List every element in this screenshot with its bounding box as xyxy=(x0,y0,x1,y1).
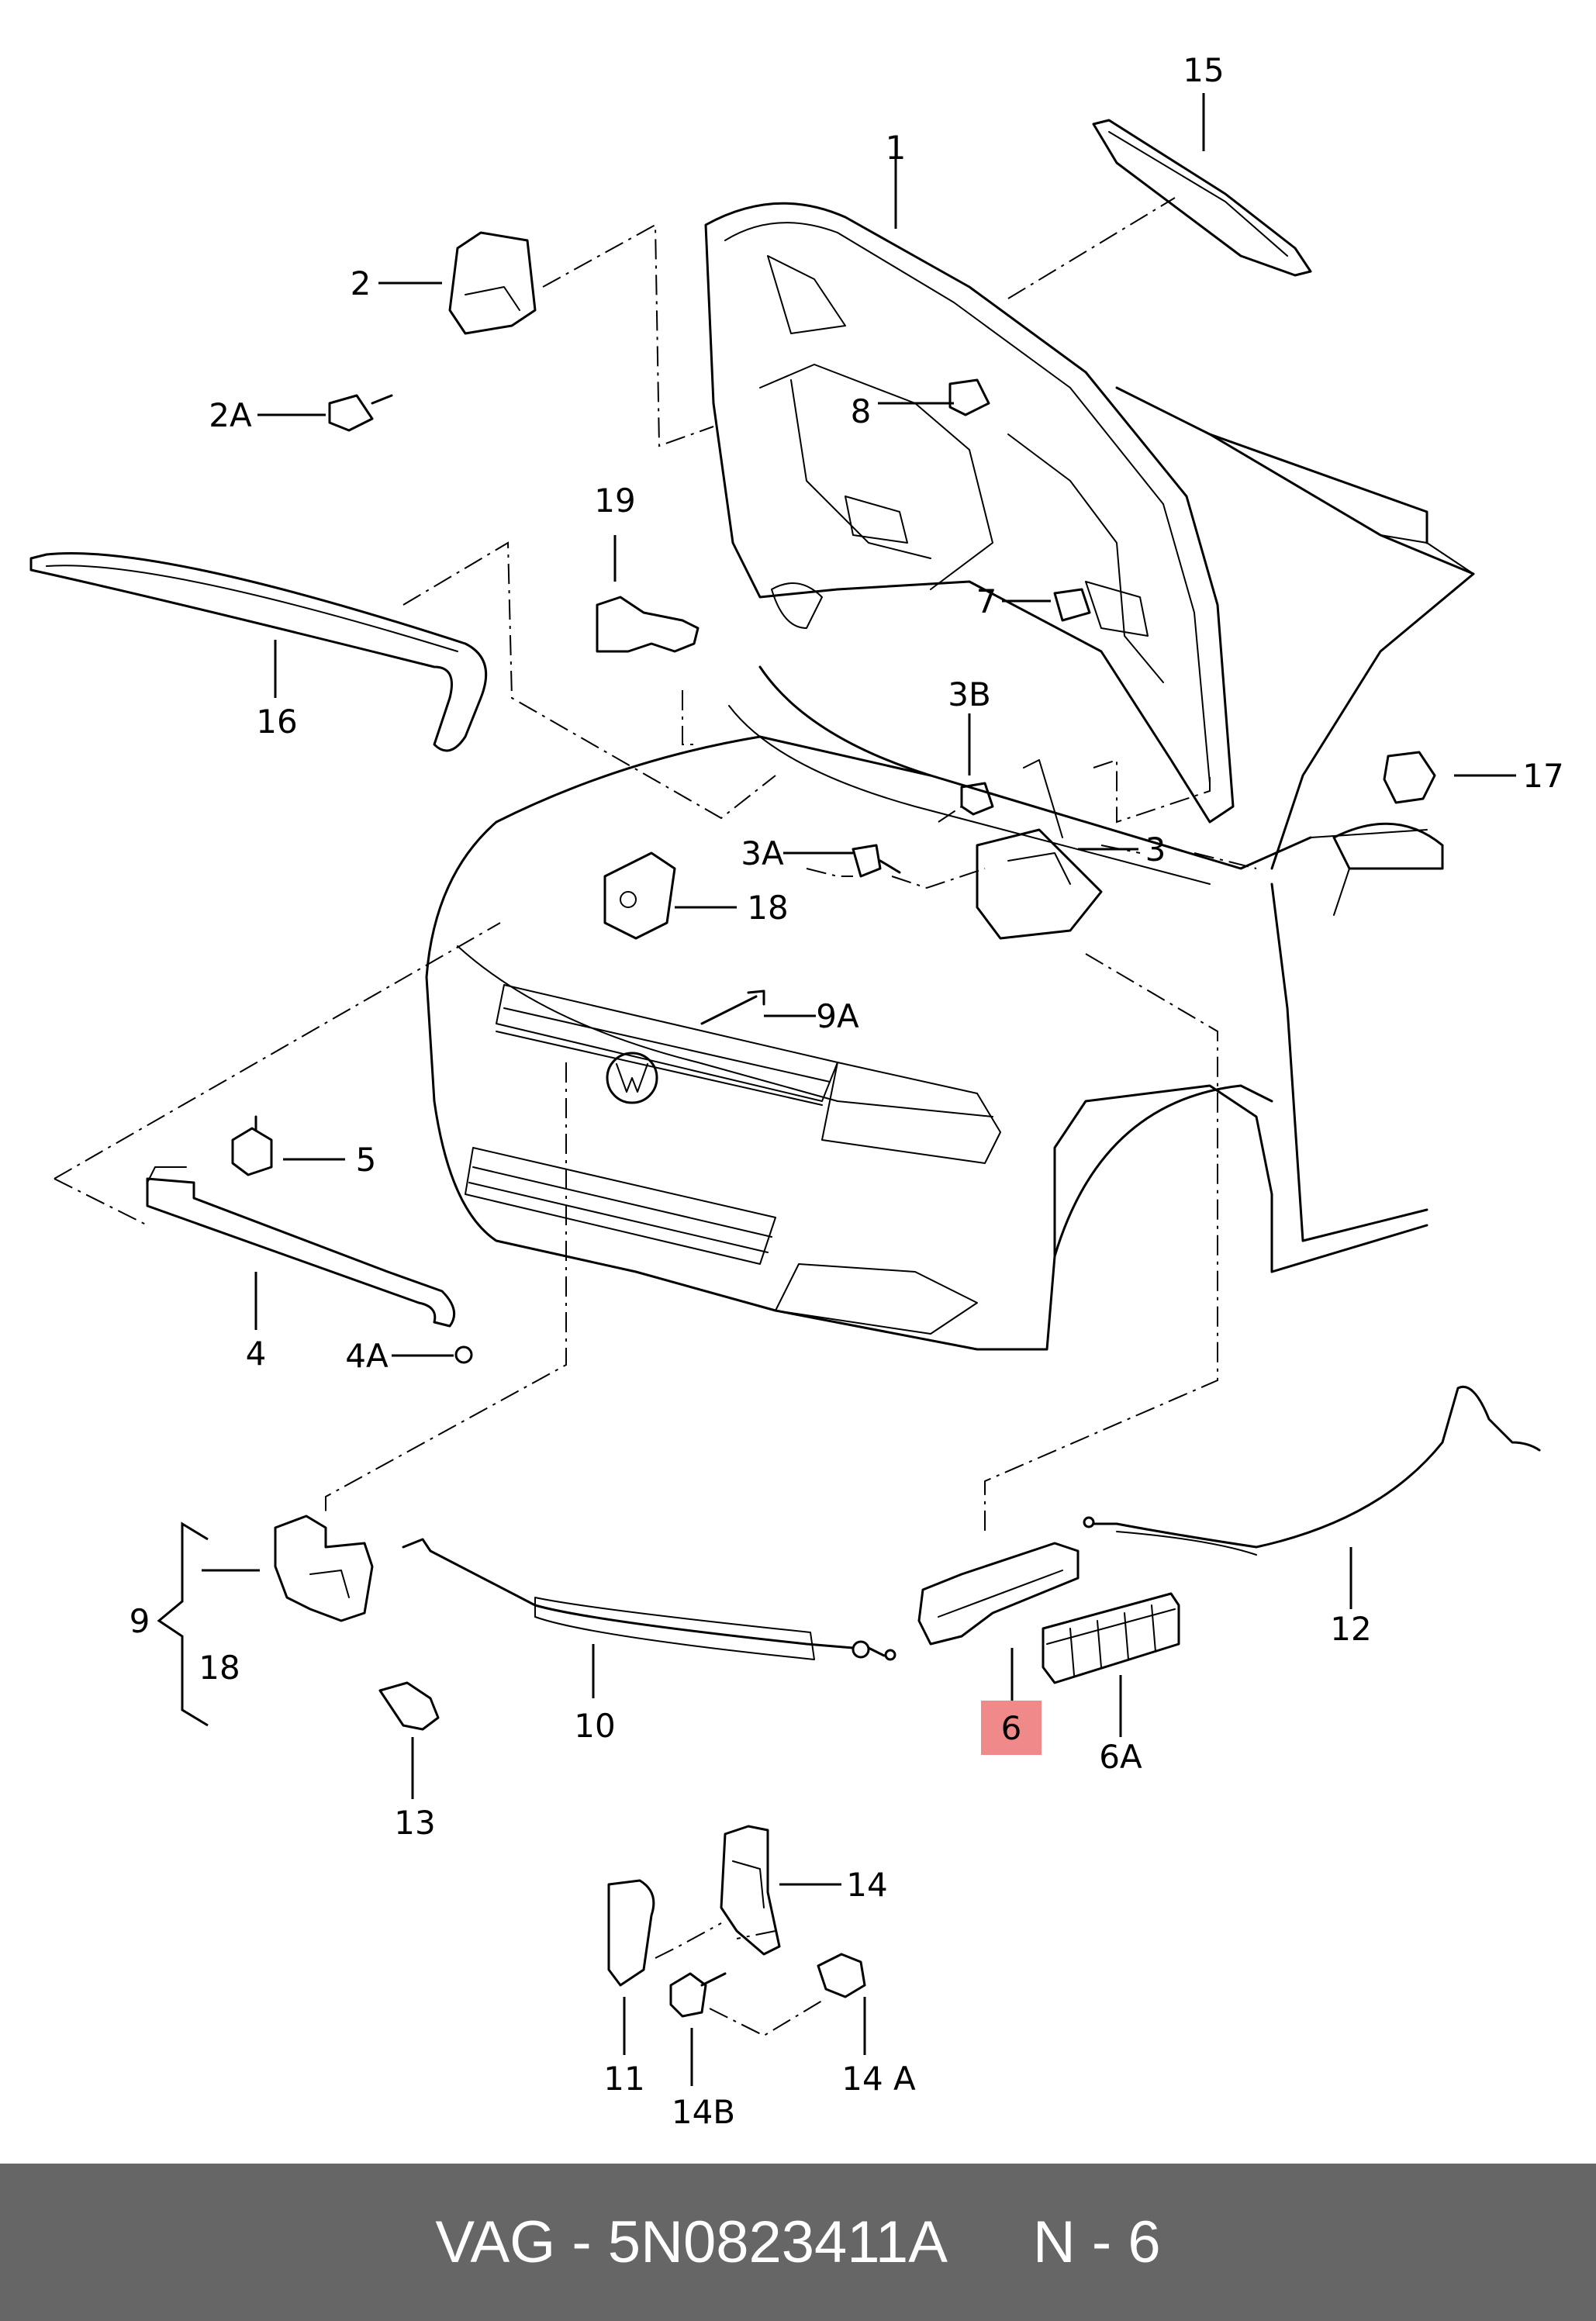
label-13: 13 xyxy=(394,1804,435,1842)
label-14a: 14 A xyxy=(841,2060,916,2098)
label-3: 3 xyxy=(1145,831,1166,869)
part-14a-nut xyxy=(817,1953,866,1998)
label-11: 11 xyxy=(603,2060,644,2098)
part-16-seal xyxy=(29,552,488,752)
part-19-bracket xyxy=(596,596,700,653)
label-7: 7 xyxy=(976,582,997,620)
part-14-bracket xyxy=(720,1825,781,1956)
part-9-lock-lower xyxy=(274,1515,374,1622)
label-9: 9 xyxy=(130,1602,150,1640)
label-18-upper: 18 xyxy=(747,889,788,927)
page-reference: N - 6 xyxy=(1032,2209,1161,2275)
part-6-highlight xyxy=(981,1701,1042,1755)
part-12-cable xyxy=(1092,1386,1541,1549)
label-16: 16 xyxy=(256,703,297,741)
part-labels: 1 15 2 2A 8 7 19 16 3B 17 3A 3 18 9A 5 4… xyxy=(130,51,1564,2131)
part-7-buffer xyxy=(1053,588,1091,622)
label-2a: 2A xyxy=(209,396,252,434)
label-5: 5 xyxy=(356,1141,377,1179)
part-14b-bolt xyxy=(669,1972,727,2018)
part-3a-bolt xyxy=(852,844,901,878)
part-3b-nut xyxy=(960,782,994,816)
part-11-lever xyxy=(607,1879,655,1987)
part-4a-nut xyxy=(454,1345,473,1364)
part-4-prop-rod xyxy=(146,1177,456,1328)
label-2: 2 xyxy=(351,264,371,302)
label-19: 19 xyxy=(594,482,635,520)
footer-bar: VAG - 5N0823411A N - 6 xyxy=(0,2164,1596,2321)
part-8-buffer xyxy=(948,378,990,416)
part-2a-bolt xyxy=(328,394,393,432)
part-5-holder xyxy=(231,1115,273,1176)
label-14b: 14B xyxy=(672,2093,735,2131)
leader-lines xyxy=(157,93,1516,2086)
label-6a: 6A xyxy=(1099,1738,1142,1776)
part-17-clip xyxy=(1383,751,1436,804)
label-15: 15 xyxy=(1183,51,1224,89)
part-reference: VAG - 5N0823411A xyxy=(435,2209,948,2275)
part-2-hinge xyxy=(448,231,537,335)
label-17: 17 xyxy=(1522,757,1563,795)
exploded-parts-diagram: 1 15 2 2A 8 7 19 16 3B 17 3A 3 18 9A 5 4… xyxy=(29,51,1564,2131)
label-10: 10 xyxy=(574,1707,615,1745)
label-4a: 4A xyxy=(345,1337,389,1375)
part-6-handle xyxy=(917,1542,1080,1646)
label-1: 1 xyxy=(886,129,907,167)
part-9a-pin xyxy=(700,990,765,1025)
car-body xyxy=(425,202,1475,1351)
label-3a: 3A xyxy=(741,834,784,872)
label-18-lower: 18 xyxy=(199,1649,240,1687)
label-3b: 3B xyxy=(948,675,991,713)
label-12: 12 xyxy=(1330,1610,1371,1648)
label-9a: 9A xyxy=(816,997,859,1035)
label-14: 14 xyxy=(846,1866,887,1904)
label-8: 8 xyxy=(851,392,872,430)
part-13-clip xyxy=(378,1681,440,1731)
part-18-lock-upper xyxy=(603,851,676,940)
part-10-cable xyxy=(402,1538,886,1657)
label-4: 4 xyxy=(246,1335,267,1373)
part-6a-pad xyxy=(1042,1592,1180,1684)
part-15-strip xyxy=(1092,119,1312,277)
label-6: 6 xyxy=(1001,1709,1022,1747)
